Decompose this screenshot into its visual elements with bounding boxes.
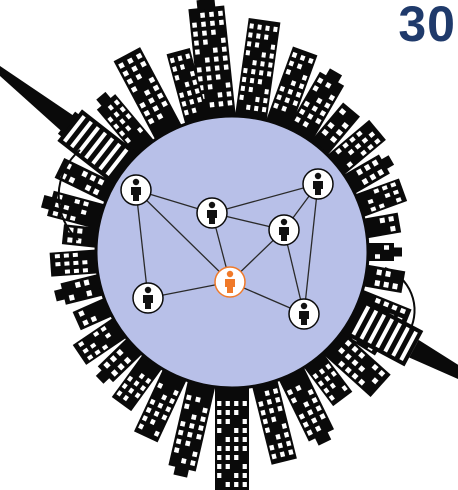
- person-icon: [303, 169, 333, 199]
- building: [215, 382, 249, 490]
- person-icon: [121, 175, 151, 205]
- person-icon: [197, 198, 227, 228]
- person-icon: [269, 215, 299, 245]
- person-icon: [133, 283, 163, 313]
- corner-number: 30: [398, 0, 456, 54]
- highlighted-person-icon: [215, 267, 245, 297]
- person-icon: [289, 299, 319, 329]
- globe-circle: [96, 116, 368, 388]
